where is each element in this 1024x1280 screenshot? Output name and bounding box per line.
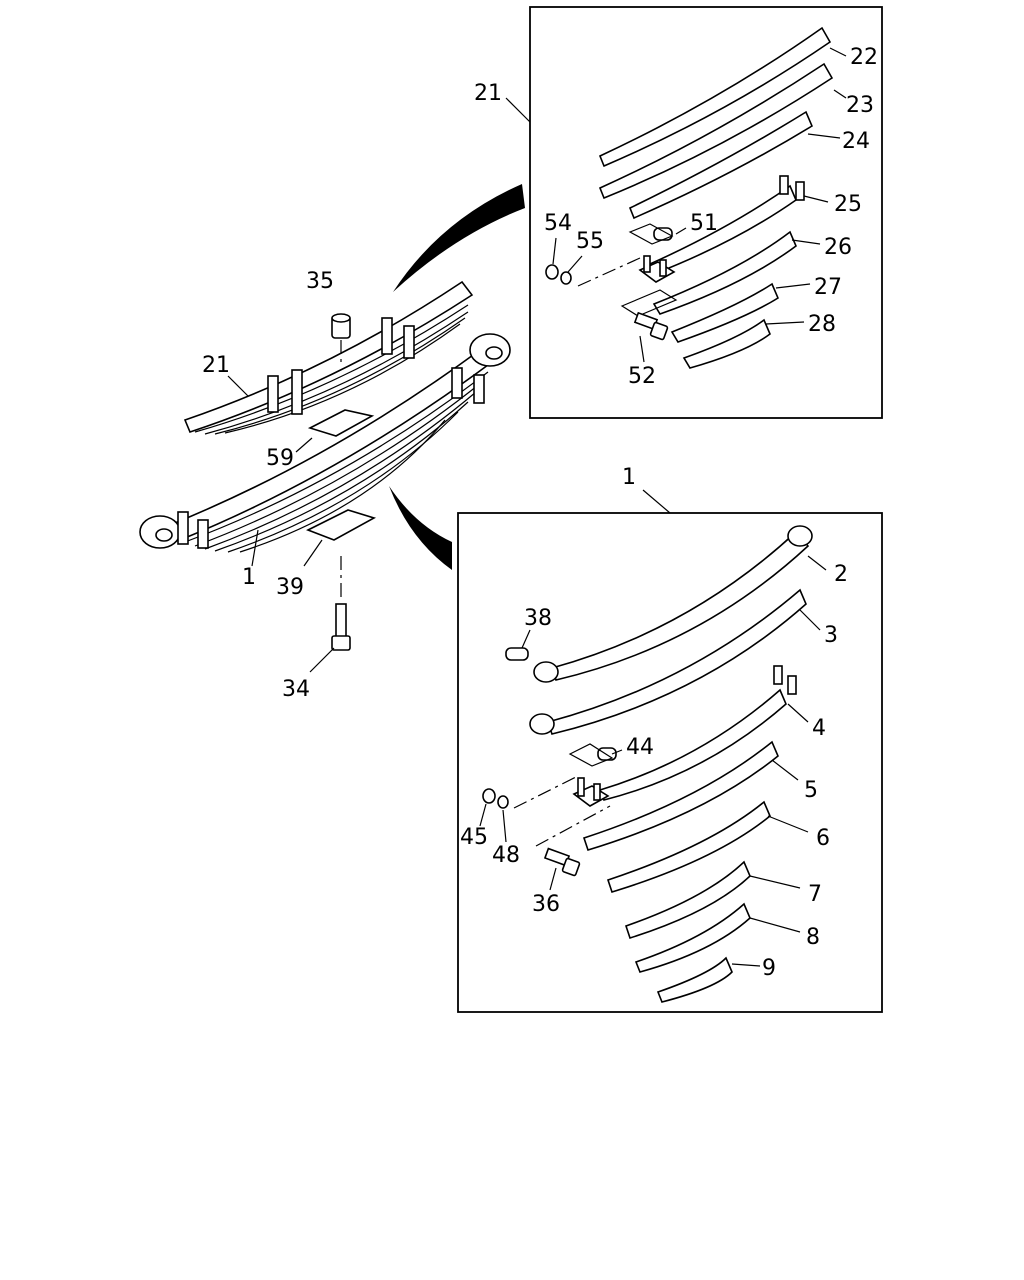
label-7: 7 [808, 882, 822, 907]
label-3: 3 [824, 623, 838, 648]
nut-35 [331, 313, 351, 362]
label-52: 52 [628, 364, 656, 389]
label-5: 5 [804, 778, 818, 803]
label-51: 51 [690, 211, 718, 236]
bolt-34 [331, 556, 351, 651]
part-labels: 21 35 59 1 39 34 21 22 23 24 25 26 27 28… [202, 45, 878, 981]
label-9: 9 [762, 956, 776, 981]
label-34: 34 [282, 677, 310, 702]
lower-inset [457, 489, 883, 1013]
helper-spring-pack [183, 280, 474, 435]
callout-wedge-upper [393, 184, 525, 292]
label-2: 2 [834, 562, 848, 587]
label-39: 39 [276, 575, 304, 600]
callout-wedge-lower [389, 486, 452, 570]
upper-inset [505, 6, 883, 419]
label-1-main: 1 [242, 565, 256, 590]
label-24: 24 [842, 129, 870, 154]
label-25: 25 [834, 192, 862, 217]
label-54: 54 [544, 211, 572, 236]
label-38: 38 [524, 606, 552, 631]
label-59: 59 [266, 446, 294, 471]
label-35: 35 [306, 269, 334, 294]
label-55: 55 [576, 229, 604, 254]
spacer-plate-59 [307, 409, 375, 437]
label-48: 48 [492, 843, 520, 868]
label-26: 26 [824, 235, 852, 260]
main-spring-pack [139, 333, 511, 553]
label-44: 44 [626, 735, 654, 760]
upper-inset-frame [529, 6, 883, 419]
spacer-plate-39 [306, 509, 377, 541]
label-8: 8 [806, 925, 820, 950]
label-22: 22 [850, 45, 878, 70]
label-21-main: 21 [202, 353, 230, 378]
label-28: 28 [808, 312, 836, 337]
label-27: 27 [814, 275, 842, 300]
label-6: 6 [816, 826, 830, 851]
label-45: 45 [460, 825, 488, 850]
label-36: 36 [532, 892, 560, 917]
label-21-inset: 21 [474, 81, 502, 106]
label-4: 4 [812, 716, 826, 741]
label-23: 23 [846, 93, 874, 118]
main-assembly [139, 280, 511, 673]
label-1-inset: 1 [622, 465, 636, 490]
